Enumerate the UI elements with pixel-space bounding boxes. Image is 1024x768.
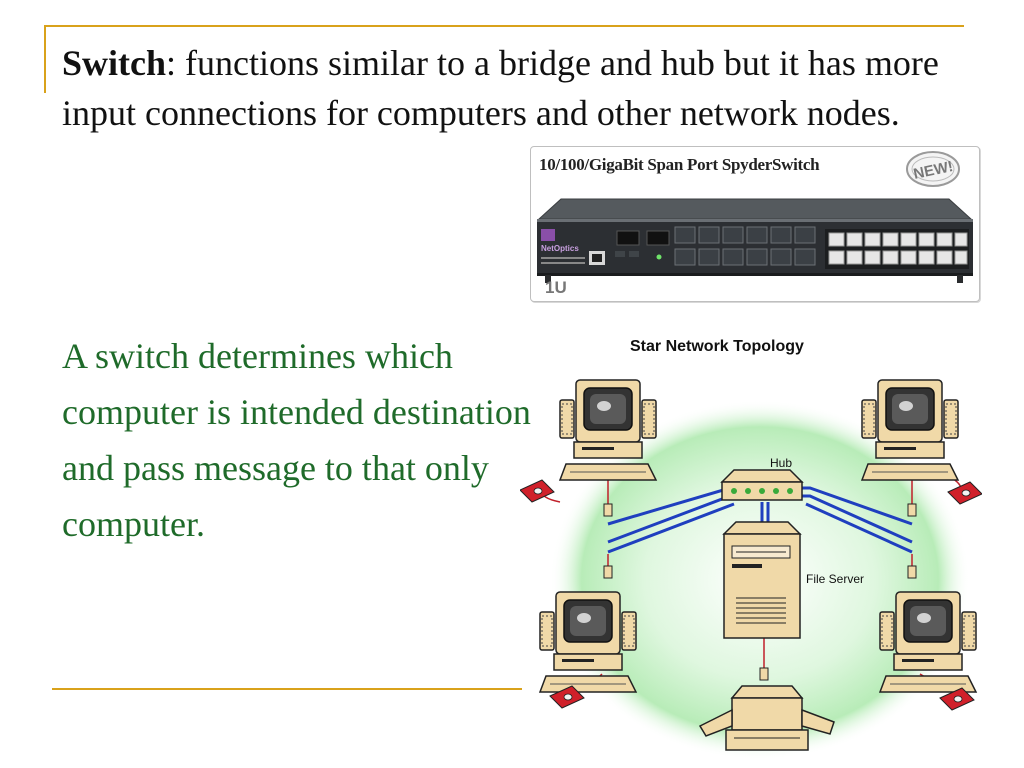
new-badge-icon: NEW! bbox=[906, 151, 960, 187]
star-topology-diagram: Star Network Topology Hub File Server bbox=[520, 330, 982, 768]
bottom-accent-rule bbox=[52, 688, 522, 690]
top-accent-rule bbox=[44, 25, 964, 27]
printer-icon bbox=[698, 685, 835, 751]
product-title: 10/100/GigaBit Span Port SpyderSwitch bbox=[539, 155, 820, 174]
hub-icon bbox=[720, 469, 804, 501]
switch-explanation: A switch determines which computer is in… bbox=[62, 336, 531, 544]
switch-definition: Switch: functions similar to a bridge an… bbox=[62, 38, 982, 138]
brand-label: NetOptics bbox=[541, 244, 579, 253]
left-accent-rule bbox=[44, 25, 46, 93]
topology-graphic bbox=[520, 379, 982, 760]
definition-text: functions similar to a bridge and hub bu… bbox=[62, 43, 939, 133]
switch-device-icon: NetOptics bbox=[537, 198, 973, 283]
switch-keyword: Switch bbox=[62, 43, 167, 83]
file-server-icon bbox=[722, 521, 802, 639]
computer-top-left-icon bbox=[559, 379, 657, 481]
connector-icon bbox=[907, 565, 917, 579]
computer-top-right-icon bbox=[861, 379, 959, 481]
mouse-icon bbox=[947, 481, 982, 505]
hub-label: Hub bbox=[770, 456, 793, 470]
connector-icon bbox=[759, 667, 769, 681]
rack-unit-label: 1U bbox=[545, 278, 567, 297]
keyword-separator: : bbox=[166, 43, 177, 83]
file-server-label: File Server bbox=[806, 572, 865, 586]
switch-product-image: 10/100/GigaBit Span Port SpyderSwitch NE… bbox=[530, 146, 980, 302]
topology-title: Star Network Topology bbox=[630, 338, 804, 355]
connector-icon bbox=[603, 565, 613, 579]
connector-icon bbox=[603, 503, 613, 517]
connector-icon bbox=[907, 503, 917, 517]
